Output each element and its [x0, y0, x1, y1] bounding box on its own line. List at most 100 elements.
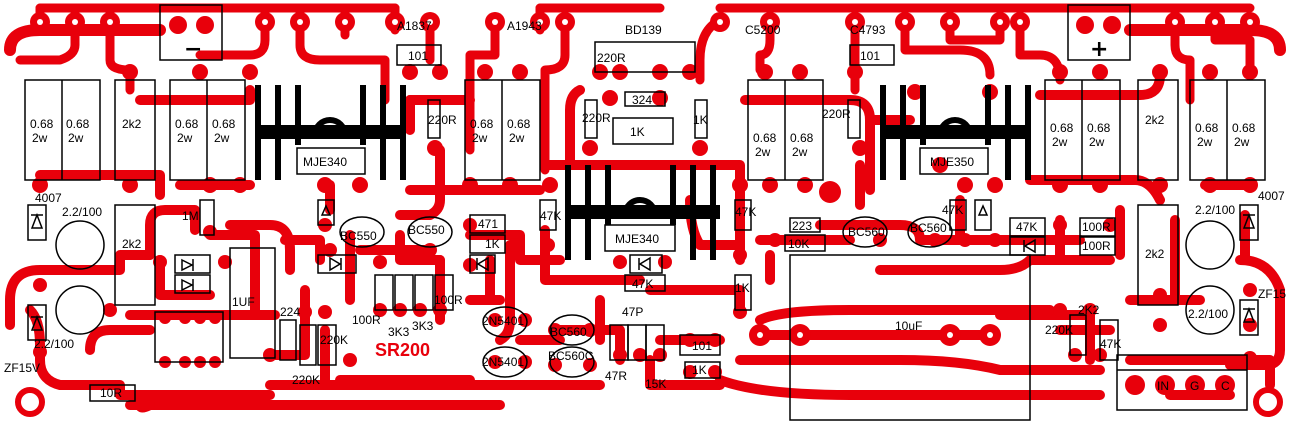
component-label: 0.68	[66, 117, 90, 131]
component-label: 47K	[735, 205, 756, 219]
component-label: 2w	[472, 131, 488, 145]
component-label: 47R	[605, 369, 627, 383]
component-label: 100R	[434, 293, 463, 307]
component-label: 101	[408, 49, 428, 63]
component-label: 220K	[1045, 323, 1073, 337]
component-label: C5200	[745, 23, 781, 37]
component-label: 2N5401	[482, 355, 524, 369]
terminal-c-label: C	[1221, 379, 1230, 393]
terminal-plus-label: +	[1090, 37, 1108, 62]
component-label: 101	[860, 49, 880, 63]
component-label: 0.68	[212, 117, 236, 131]
component-label: 2w	[509, 131, 525, 145]
component-label: 2w	[755, 145, 771, 159]
component-label: 2w	[1234, 135, 1250, 149]
component-label: 2w	[32, 131, 48, 145]
component-label: 2w	[1089, 135, 1105, 149]
component-label: 1K	[630, 125, 645, 139]
component-label: 47P	[622, 305, 643, 319]
component-label: 0.68	[507, 117, 531, 131]
component-label: 47K	[1016, 220, 1037, 234]
pad-holes	[37, 19, 1253, 338]
component-label: 2w	[68, 131, 84, 145]
heatsink-clips	[312, 117, 973, 216]
component-label: 10R	[100, 386, 122, 400]
component-label: 3K3	[412, 319, 434, 333]
component-label: 2k2	[1145, 113, 1165, 127]
component-label: 223	[792, 219, 812, 233]
component-label: 101	[692, 339, 712, 353]
component-label: 2w	[214, 131, 230, 145]
component-label: 1M	[182, 209, 199, 223]
component-label: 100R	[1082, 220, 1111, 234]
component-label: 3K3	[388, 325, 410, 339]
component-label: 1K	[692, 363, 707, 377]
component-label: ZF15	[1258, 287, 1286, 301]
component-label: BC550	[340, 229, 377, 243]
component-label: 0.68	[1232, 121, 1256, 135]
component-label: 220R	[428, 113, 457, 127]
component-label: 2k2	[122, 237, 142, 251]
component-label: BC560	[910, 221, 947, 235]
component-label: 0.68	[1195, 121, 1219, 135]
component-label: 2w	[177, 131, 193, 145]
component-label: BC560	[550, 325, 587, 339]
component-label: 47K	[942, 203, 963, 217]
labels: SR200 − + A1837 A1943 BD139 C5200 C4793 …	[4, 19, 1286, 400]
terminal-g-label: G	[1190, 379, 1199, 393]
component-label: 1K	[485, 237, 500, 251]
component-label: ZF15V	[4, 361, 40, 375]
component-outlines	[24, 4, 1266, 421]
component-label: 220K	[292, 373, 320, 387]
component-label: BC550	[408, 223, 445, 237]
heatsinks	[255, 85, 1031, 260]
component-label: 220R	[582, 111, 611, 125]
component-label: 0.68	[753, 131, 777, 145]
component-label: 2K2	[1078, 303, 1100, 317]
component-label: 0.68	[790, 131, 814, 145]
component-label: 10uF	[895, 319, 922, 333]
component-label: 0.68	[470, 117, 494, 131]
component-label: 2.2/100	[1188, 307, 1228, 321]
diode-symbols	[30, 204, 1256, 331]
component-label: 100R	[1082, 239, 1111, 253]
component-label: 47K	[540, 209, 561, 223]
component-label: 224	[280, 305, 300, 319]
component-label: 4007	[1258, 189, 1285, 203]
component-label: BC560C	[548, 349, 594, 363]
component-label: 1UF	[232, 295, 255, 309]
component-label: BD139	[625, 23, 662, 37]
terminal-in-label: IN	[1157, 379, 1169, 393]
component-label: 47K	[1100, 337, 1121, 351]
component-label: 2w	[1052, 135, 1068, 149]
component-label: 0.68	[30, 117, 54, 131]
component-label: 100R	[352, 313, 381, 327]
component-label: 2N5401	[482, 314, 524, 328]
component-label: 0.68	[1087, 121, 1111, 135]
component-label: MJE340	[303, 155, 347, 169]
component-label: 0.68	[1050, 121, 1074, 135]
component-label: 4007	[35, 191, 62, 205]
component-label: MJE350	[930, 155, 974, 169]
component-label: 2.2/100	[1195, 203, 1235, 217]
component-label: MJE340	[615, 232, 659, 246]
terminal-screws	[169, 16, 1235, 395]
component-label: 324	[632, 93, 652, 107]
component-label: 2w	[792, 145, 808, 159]
component-label: A1943	[507, 19, 542, 33]
component-label: 1K	[735, 281, 750, 295]
component-label: 2.2/100	[34, 337, 74, 351]
terminal-minus-label: −	[184, 37, 202, 62]
component-label: 2.2/100	[62, 205, 102, 219]
component-label: 47K	[632, 277, 653, 291]
board-title: SR200	[375, 340, 430, 360]
component-label: 220K	[320, 333, 348, 347]
component-label: 1K	[693, 113, 708, 127]
component-label: BC560	[848, 225, 885, 239]
component-label: 0.68	[175, 117, 199, 131]
component-label: 2w	[1197, 135, 1213, 149]
component-label: 220R	[597, 51, 626, 65]
component-label: C4793	[850, 23, 886, 37]
component-label: 15K	[645, 377, 666, 391]
